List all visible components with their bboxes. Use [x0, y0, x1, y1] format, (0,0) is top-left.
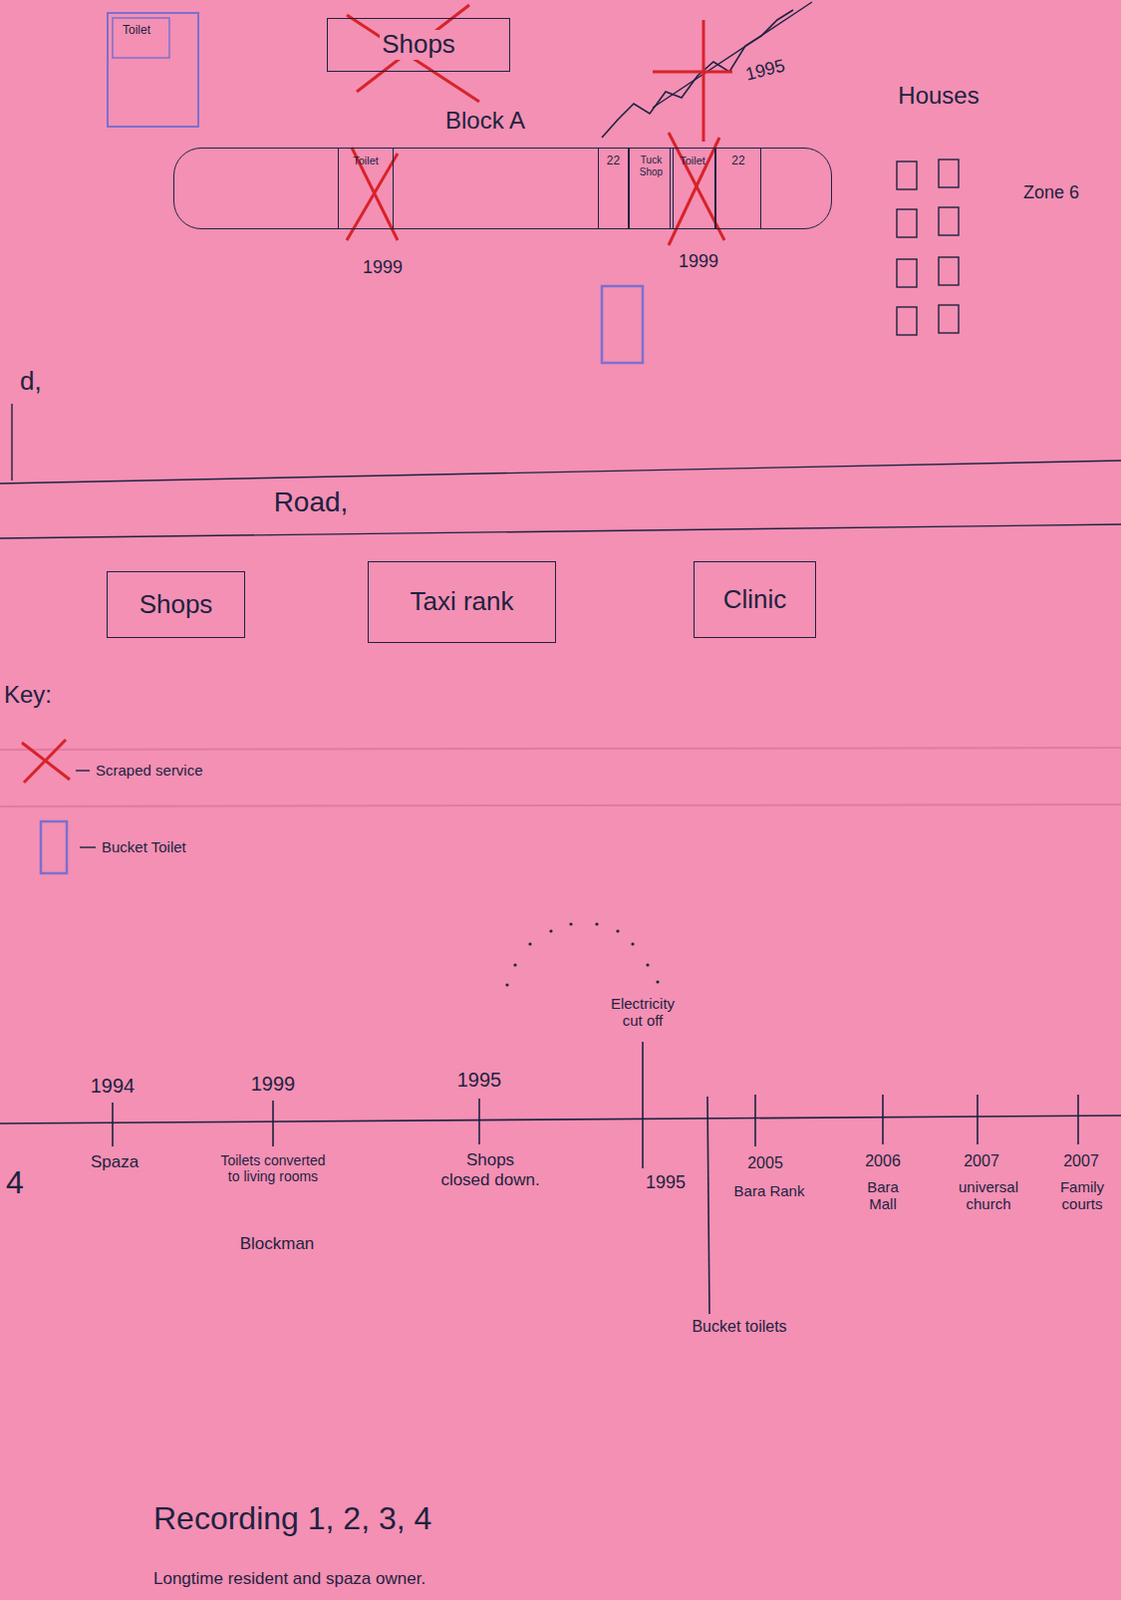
legend-bucket: [40, 821, 67, 873]
event-label: Bucket toilets: [689, 1317, 789, 1336]
box-text: 22: [604, 154, 622, 169]
taxi-rank-box: Taxi rank: [367, 560, 557, 643]
event-label: Toilets converted to living rooms: [215, 1151, 331, 1184]
box-text: 22: [729, 154, 747, 169]
event-label: Bara Rank: [732, 1181, 808, 1199]
building-heading: Block A: [443, 106, 528, 135]
bucket-toilet-symbol: [112, 17, 170, 58]
shop-box: Shops: [106, 570, 246, 638]
event-label: Blockman: [238, 1233, 317, 1254]
house-symbol: [896, 306, 917, 335]
sketch-line: [652, 1, 813, 108]
event-label: Family courts: [1047, 1177, 1118, 1213]
scrapped-cross: [346, 14, 480, 102]
house-symbol: [938, 304, 959, 333]
event-label: Electricity cut off: [600, 994, 685, 1030]
recording-note: Recording 1, 2, 3, 4: [151, 1499, 434, 1537]
legend-text: Bucket Toilet: [99, 838, 189, 855]
year-label: 1999: [249, 1072, 298, 1096]
year-label: 2007: [961, 1151, 1002, 1170]
legend-dash: [79, 845, 96, 847]
box-text: Taxi rank: [407, 586, 516, 617]
event-label: Spaza: [88, 1151, 141, 1172]
shop-box: Shops: [326, 17, 511, 72]
house-symbol: [896, 161, 917, 190]
recording-note: Longtime resident and spaza owner.: [151, 1568, 428, 1589]
year-label: 1995: [455, 1068, 505, 1092]
partial-outline: [10, 403, 12, 481]
year-label: 2005: [745, 1153, 786, 1172]
room-compartment: Toilet: [669, 148, 716, 229]
scrapped-cross: [652, 70, 733, 74]
wavy-line: [601, 9, 794, 138]
fold-line: [0, 804, 1121, 807]
house-symbol: [938, 257, 959, 285]
box-text: Toilet: [677, 154, 708, 168]
box-text: Shops: [137, 589, 216, 620]
event-label: Shops closed down.: [438, 1149, 543, 1189]
box-text: Clinic: [721, 584, 790, 615]
house-symbol: [896, 259, 917, 287]
room-compartment: Toilet: [337, 148, 394, 229]
year-label: 1999: [676, 251, 721, 273]
legend-dash: [75, 769, 90, 771]
scrapped-cross: [346, 153, 398, 241]
box-text: Toilet: [350, 154, 381, 168]
room-compartment: Tuck Shop: [628, 148, 674, 229]
room-compartment: 22: [597, 148, 629, 229]
legend-text: Scraped service: [93, 761, 206, 779]
house-symbol: [938, 159, 959, 188]
margin-note: 4: [3, 1163, 26, 1201]
box-text: Tuck Shop: [630, 154, 672, 178]
fold-line: [0, 747, 1121, 750]
room-compartment: 22: [715, 148, 762, 229]
event-label: Bara Mall: [854, 1177, 911, 1213]
timeline-ticks: [112, 1041, 1079, 1314]
area-label: Zone 6: [1021, 182, 1082, 204]
road-label: d,: [17, 366, 44, 397]
timeline-axis: [0, 1115, 1121, 1123]
house-symbol: [896, 209, 917, 238]
road-label: Road,: [272, 486, 351, 519]
year-label: 1994: [88, 1074, 138, 1098]
year-label: 2007: [1061, 1151, 1102, 1170]
box-text: Toilet: [120, 23, 153, 38]
bucket-toilet-box: Toilet: [106, 11, 200, 128]
legend-cross: [23, 739, 66, 783]
year-label: 1995: [741, 54, 790, 86]
bucket-toilet-symbol: [601, 285, 643, 363]
block-building: Block AToilet22Tuck ShopToilet22: [173, 147, 833, 230]
house-symbol: [938, 207, 959, 236]
clinic-box: Clinic: [693, 560, 817, 638]
year-label: 1995: [643, 1171, 688, 1193]
key-heading: Key:: [1, 680, 54, 709]
event-label: universal church: [946, 1177, 1031, 1213]
road-edge: [0, 524, 1121, 539]
year-label: 1999: [360, 257, 405, 279]
dotted-arc: [505, 921, 659, 986]
year-label: 2006: [862, 1151, 903, 1170]
road-edge: [0, 460, 1121, 484]
box-text: Shops: [379, 29, 458, 60]
area-label: Houses: [895, 81, 981, 110]
house-symbols: [896, 159, 959, 335]
scrapped-cross: [702, 19, 706, 142]
